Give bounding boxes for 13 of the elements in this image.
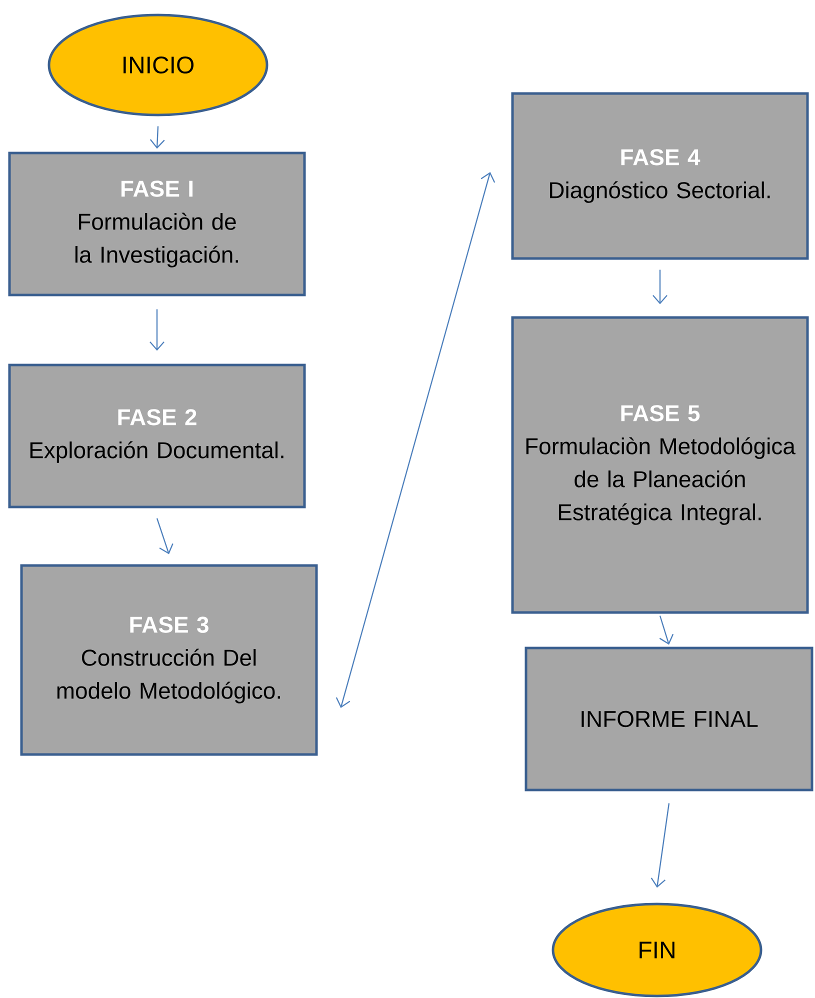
arrow (659, 616, 674, 645)
arrow (150, 126, 165, 149)
process-box: FASE 2 Exploración Documental. (8, 364, 306, 508)
arrow (650, 803, 670, 888)
process-box: FASE 4 Diagnóstico Sectorial. (511, 92, 809, 260)
process-box: INFORME FINAL (524, 646, 814, 792)
arrow (336, 172, 496, 708)
process-box: FASE 3 Construcción Del modelo Metodológico. (20, 564, 318, 756)
arrow (652, 270, 668, 304)
arrow (156, 518, 174, 554)
process-box: FASE I Formulaciòn de la Investigación. (8, 152, 306, 296)
arrow (150, 309, 164, 351)
process-box: FASE 5 Formulaciòn Metodológica de la Planeación Estratégica Integral. (511, 316, 809, 614)
